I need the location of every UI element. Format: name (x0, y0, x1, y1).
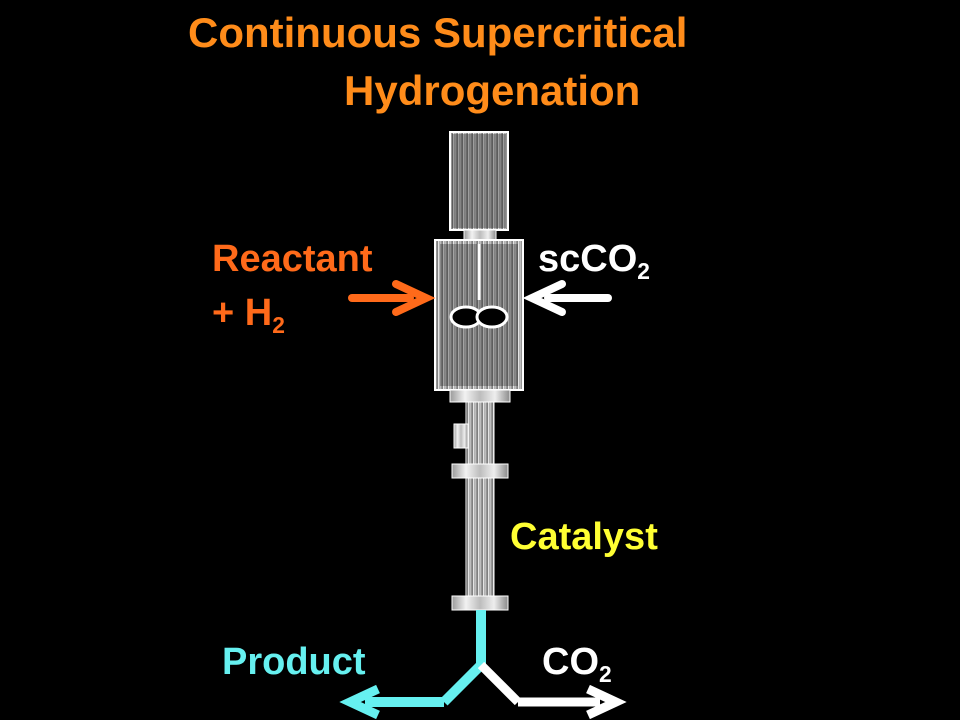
title-line-1: Continuous Supercritical (188, 9, 688, 56)
catalyst-label: Catalyst (510, 516, 658, 558)
title-line-2: Hydrogenation (344, 67, 641, 114)
reactant-label: Reactant (212, 238, 373, 280)
connector-valve (451, 401, 509, 479)
co2-out-label: CO2 (542, 641, 612, 685)
hydrogen-label: + H2 (212, 292, 285, 336)
scco2-label-text: scCO (538, 238, 638, 280)
mixing-vessel (434, 239, 524, 403)
co2-out-subscript: 2 (599, 660, 612, 687)
product-label: Product (222, 641, 366, 683)
scco2-label: scCO2 (538, 238, 650, 282)
catalyst-column (451, 477, 509, 611)
scco2-subscript: 2 (637, 257, 650, 284)
co2-out-label-text: CO (542, 641, 599, 683)
hydrogen-label-text: + H (212, 292, 273, 334)
product-outlet-line (339, 610, 486, 720)
reactant-inlet-arrow (348, 280, 436, 316)
scco2-inlet-arrow (522, 280, 612, 316)
stirrer-impeller (449, 305, 509, 329)
hydrogen-subscript: 2 (272, 311, 285, 338)
co2-outlet-line (477, 661, 627, 720)
motor-housing (449, 131, 509, 241)
